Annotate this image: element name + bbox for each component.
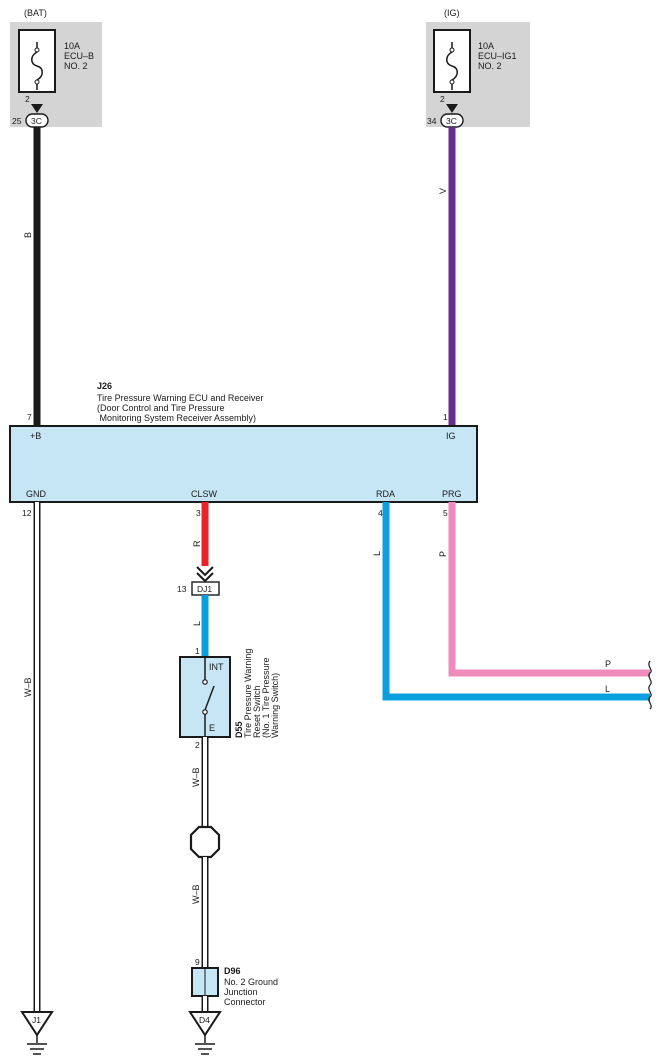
wire-out-p-label: P bbox=[605, 659, 611, 669]
wire-out-l-label: L bbox=[605, 684, 610, 694]
fuse-bat-connector-pin: 25 bbox=[12, 116, 22, 126]
switch-label-int: INT bbox=[209, 662, 224, 672]
wire-v-label: V bbox=[438, 188, 448, 194]
ground-junction-name-line3: Connector bbox=[224, 997, 266, 1007]
switch-name-line2: Reset Switch bbox=[252, 685, 262, 738]
ground-d4-icon bbox=[188, 1011, 222, 1037]
fuse-ig-connector-pin: 34 bbox=[427, 116, 437, 126]
fuse-bat-source-label: (BAT) bbox=[24, 8, 47, 18]
ground-junction-name-line2: Junction bbox=[224, 987, 258, 997]
fuse-ig-element-icon bbox=[446, 42, 458, 90]
fuse-ecu-b: (BAT) 10A ECU–B NO. 2 2 25 3C bbox=[10, 8, 102, 128]
ecu-j26: J26 Tire Pressure Warning ECU and Receiv… bbox=[9, 381, 478, 518]
switch-pin-in: 1 bbox=[195, 646, 200, 656]
switch-name-line4: Warning Switch) bbox=[270, 673, 280, 738]
fuse-bat-name-line2: NO. 2 bbox=[64, 61, 88, 71]
fuse-ig-arrow-icon bbox=[446, 104, 458, 113]
fuse-bat-name-line1: ECU–B bbox=[64, 51, 94, 61]
fuse-bat-element-icon bbox=[31, 42, 43, 90]
wire-switch-out-label: W–B bbox=[191, 767, 201, 787]
wire-p-prg bbox=[448, 502, 650, 677]
ground-j1-label: J1 bbox=[32, 1015, 41, 1025]
ground-d4: D4 bbox=[188, 1011, 222, 1055]
wire-break-p-icon bbox=[648, 660, 652, 686]
ground-junction-id: D96 bbox=[224, 966, 241, 976]
ground-junction-name-line1: No. 2 Ground bbox=[224, 977, 278, 987]
wire-rda-label: L bbox=[372, 551, 382, 556]
ecu-pin-ig-number: 1 bbox=[443, 412, 448, 422]
connector-dj1-arrow1-icon bbox=[196, 566, 214, 577]
wire-prg-label: P bbox=[438, 551, 448, 557]
ecu-name-line1: Tire Pressure Warning ECU and Receiver bbox=[97, 393, 263, 403]
wire-b-label: B bbox=[23, 232, 33, 238]
wire-break-l-icon bbox=[648, 684, 652, 710]
connector-3c-ig-label: 3C bbox=[446, 116, 457, 126]
switch-contact-icon bbox=[204, 685, 215, 711]
ground-junction-pin: 9 bbox=[195, 957, 200, 967]
ground-junction-d96: 9 D96 No. 2 Ground Junction Connector bbox=[191, 957, 278, 1007]
wire-r-label: R bbox=[192, 540, 202, 547]
ecu-pin-rda-label: RDA bbox=[376, 489, 395, 499]
junction-dj1-pin: 13 bbox=[177, 584, 187, 594]
wire-l-switch-label: L bbox=[192, 621, 202, 626]
connector-3c-bat-label: 3C bbox=[31, 116, 42, 126]
switch-pin-out: 2 bbox=[195, 740, 200, 750]
wire-gnd-label: W–B bbox=[23, 677, 33, 697]
switch-name-line1: Tire Pressure Warning bbox=[243, 649, 253, 738]
fuse-ig-source-label: (IG) bbox=[444, 8, 460, 18]
fuse-ig-pin: 2 bbox=[440, 94, 445, 104]
splice-point bbox=[189, 825, 221, 859]
ecu-pin-clsw-number: 3 bbox=[196, 508, 201, 518]
switch-label-e: E bbox=[209, 723, 215, 733]
ecu-pin-b-plus-label: +B bbox=[30, 431, 41, 441]
switch-id: D55 bbox=[234, 721, 244, 738]
wire-junction-label: W–B bbox=[191, 884, 201, 904]
fuse-ig-rating: 10A bbox=[478, 41, 494, 51]
switch-name-line3: (No. 1 Tire Pressure bbox=[261, 657, 271, 738]
connector-dj1-arrow2-icon bbox=[196, 572, 214, 583]
ground-d4-label: D4 bbox=[199, 1015, 210, 1025]
fuse-ecu-ig1: (IG) 10A ECU–IG1 NO. 2 2 34 3C bbox=[426, 8, 530, 128]
fuse-bat-pin: 2 bbox=[25, 94, 30, 104]
ecu-pin-gnd-label: GND bbox=[26, 489, 47, 499]
ecu-pin-prg-label: PRG bbox=[442, 489, 462, 499]
fuse-bat-rating: 10A bbox=[64, 41, 80, 51]
ecu-pin-rda-number: 4 bbox=[378, 508, 383, 518]
ecu-body bbox=[9, 425, 478, 503]
switch-d55: 1 INT E 2 D55 Tire Pressure Warning Rese… bbox=[179, 646, 280, 750]
ground-j1: J1 bbox=[20, 1011, 54, 1055]
fuse-ig-name-line1: ECU–IG1 bbox=[478, 51, 517, 61]
ecu-pin-gnd-number: 12 bbox=[22, 508, 32, 518]
ecu-id: J26 bbox=[97, 381, 112, 391]
ecu-name-line3: Monitoring System Receiver Assembly) bbox=[97, 413, 256, 423]
fuse-ig-name-line2: NO. 2 bbox=[478, 61, 502, 71]
junction-dj1-label: DJ1 bbox=[197, 584, 212, 594]
ecu-pin-b-plus-number: 7 bbox=[27, 412, 32, 422]
ecu-pin-ig-label: IG bbox=[446, 431, 456, 441]
ground-j1-icon bbox=[20, 1011, 54, 1037]
ecu-pin-clsw-label: CLSW bbox=[191, 489, 218, 499]
wire-l-rda bbox=[382, 502, 650, 701]
ecu-pin-prg-number: 5 bbox=[443, 508, 448, 518]
ecu-name-line2: (Door Control and Tire Pressure bbox=[97, 403, 225, 413]
fuse-bat-arrow-icon bbox=[31, 104, 43, 113]
